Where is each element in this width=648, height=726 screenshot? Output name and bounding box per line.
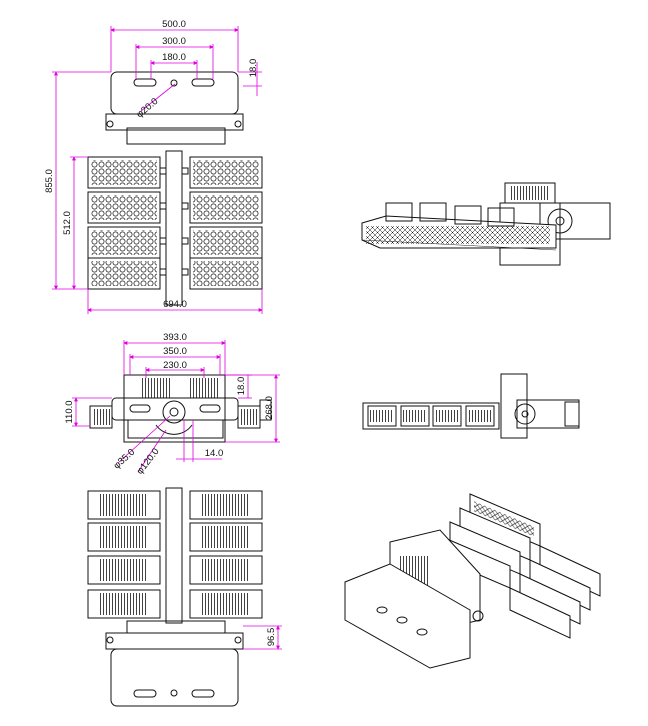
top-housing [123,374,226,443]
top-view: 393.0 350.0 230.0 18.0 268.0 110.0 φ35.0… [64,332,280,477]
plan-view [362,373,580,439]
dim-front-slot-outer: 300.0 [162,36,186,47]
front-view: 500.0 300.0 180.0 18.0 φ20.0 855.0 512.0… [44,19,263,314]
dim-top-pivot: φ35.0 [111,447,137,472]
dim-front-slot-inner: 180.0 [162,52,186,63]
back-view: 96.5 [87,487,282,707]
dim-front-hole: φ20.0 [134,96,160,120]
dim-front-width: 694.0 [163,299,187,310]
isometric-view [344,493,601,669]
side-view [361,182,611,266]
dim-front-offset: 18.0 [248,59,259,78]
dim-top-inner: 230.0 [163,360,187,371]
front-hole [170,79,178,87]
top-pivot [162,400,186,424]
dim-top-arc: φ120.0 [134,446,161,476]
dim-front-height: 855.0 [44,169,55,193]
front-center-column [165,150,183,306]
dim-top-side: 110.0 [64,400,75,423]
front-led-modules [87,156,263,290]
dim-front-width-bracket: 500.0 [162,19,186,30]
dim-top-outer: 393.0 [163,332,187,343]
dim-back-bracket-depth: 96.5 [266,628,277,647]
dim-front-modules-height: 512.0 [62,211,73,235]
dim-top-slot: 14.0 [205,448,224,459]
back-heatsink-modules [87,490,263,619]
front-bracket [110,71,239,115]
dim-top-offset: 18.0 [236,377,247,396]
back-bracket [110,648,239,707]
dim-top-mid: 350.0 [163,346,187,357]
dim-top-depth: 268.0 [264,396,275,420]
